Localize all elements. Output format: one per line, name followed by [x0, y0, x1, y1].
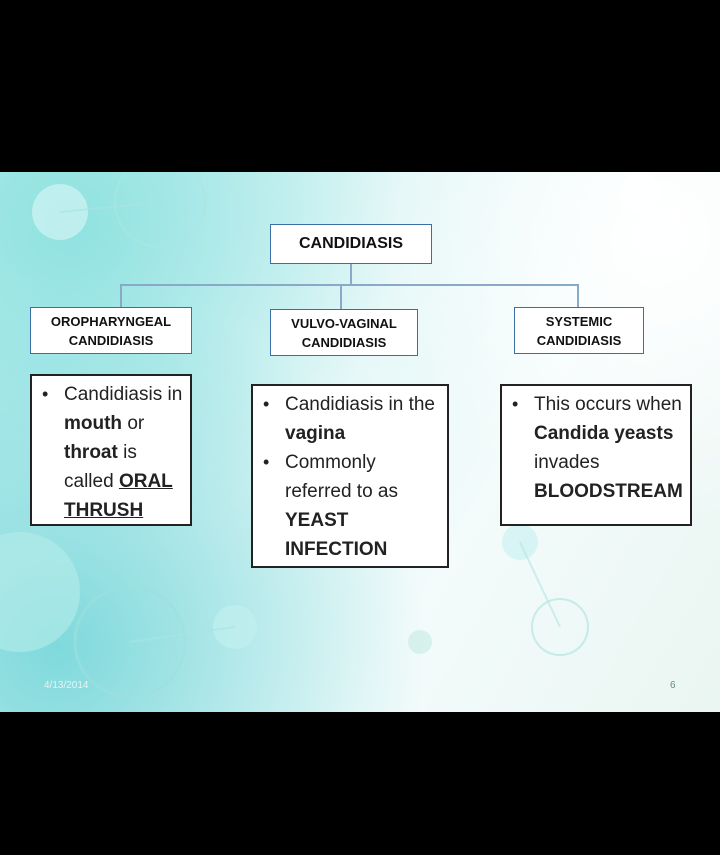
bullet-item: Candidiasis in mouth or throat is called… — [42, 380, 184, 525]
category-label-line2: CANDIDIASIS — [68, 332, 154, 348]
detail-box-vaginal: Candidiasis in the vagina Commonly refer… — [251, 384, 449, 568]
category-label-line1: OROPHARYNGEAL — [50, 313, 172, 329]
bullet-item: This occurs when Candida yeasts invades … — [512, 390, 684, 506]
root-node-candidiasis: CANDIDIASIS — [270, 224, 432, 264]
detail-box-oral: Candidiasis in mouth or throat is called… — [30, 374, 192, 526]
connector-horizontal — [120, 284, 578, 286]
category-label-line2: CANDIDIASIS — [536, 332, 622, 348]
bullet-item: Candidiasis in the vagina — [263, 390, 441, 448]
category-oropharyngeal: OROPHARYNGEAL CANDIDIASIS — [30, 307, 192, 354]
connector-right-down — [577, 284, 579, 307]
connector-left-down — [120, 284, 122, 307]
slide-number: 6 — [670, 680, 676, 691]
connector-center-down — [340, 284, 342, 309]
category-vulvo-vaginal: VULVO-VAGINAL CANDIDIASIS — [270, 309, 418, 356]
slide: CANDIDIASIS OROPHARYNGEAL CANDIDIASIS VUL… — [0, 172, 720, 712]
connector-root-down — [350, 264, 352, 284]
oral-thrush-term: ORAL THRUSH — [64, 471, 173, 521]
bullet-item: Commonly referred to as YEAST INFECTION — [263, 448, 441, 564]
root-label: CANDIDIASIS — [298, 235, 403, 252]
category-label-line1: SYSTEMIC — [545, 313, 613, 329]
bubble-background-decoration — [0, 172, 660, 699]
detail-box-systemic: This occurs when Candida yeasts invades … — [500, 384, 692, 526]
category-label-line1: VULVO-VAGINAL — [291, 315, 397, 331]
category-label-line2: CANDIDIASIS — [301, 334, 387, 350]
category-systemic: SYSTEMIC CANDIDIASIS — [514, 307, 644, 354]
slide-date: 4/13/2014 — [44, 680, 89, 691]
